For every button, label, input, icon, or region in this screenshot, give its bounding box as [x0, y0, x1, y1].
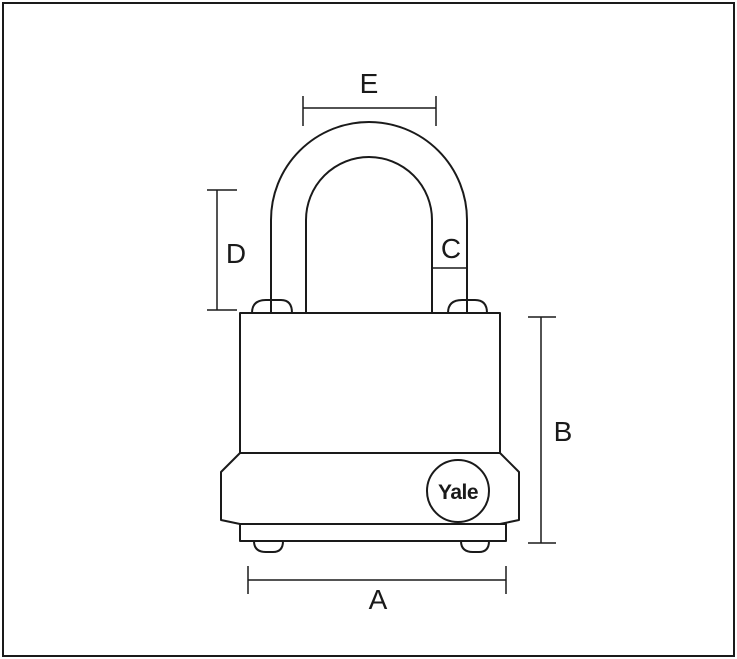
yale-logo-circle — [426, 459, 490, 523]
padlock-body — [239, 312, 501, 454]
dimension-a-label: A — [369, 584, 388, 615]
dimension-c-label: C — [441, 233, 461, 264]
padlock-foot-right — [460, 540, 490, 553]
padlock-foot-left — [253, 540, 284, 553]
dimension-d-label: D — [226, 238, 246, 269]
shackle-rivet-left — [251, 299, 293, 314]
dimension-b-line — [528, 316, 556, 544]
dimension-b-label: B — [554, 416, 573, 447]
padlock-shackle — [270, 121, 468, 314]
yale-logo-text: Yale — [438, 481, 478, 504]
dimension-a-line — [247, 566, 507, 594]
padlock-base-plate — [239, 523, 507, 542]
dimension-d-line — [207, 189, 237, 311]
dimension-e-line — [302, 96, 437, 126]
dimension-e-label: E — [360, 68, 379, 99]
shackle-rivet-right — [447, 299, 488, 314]
